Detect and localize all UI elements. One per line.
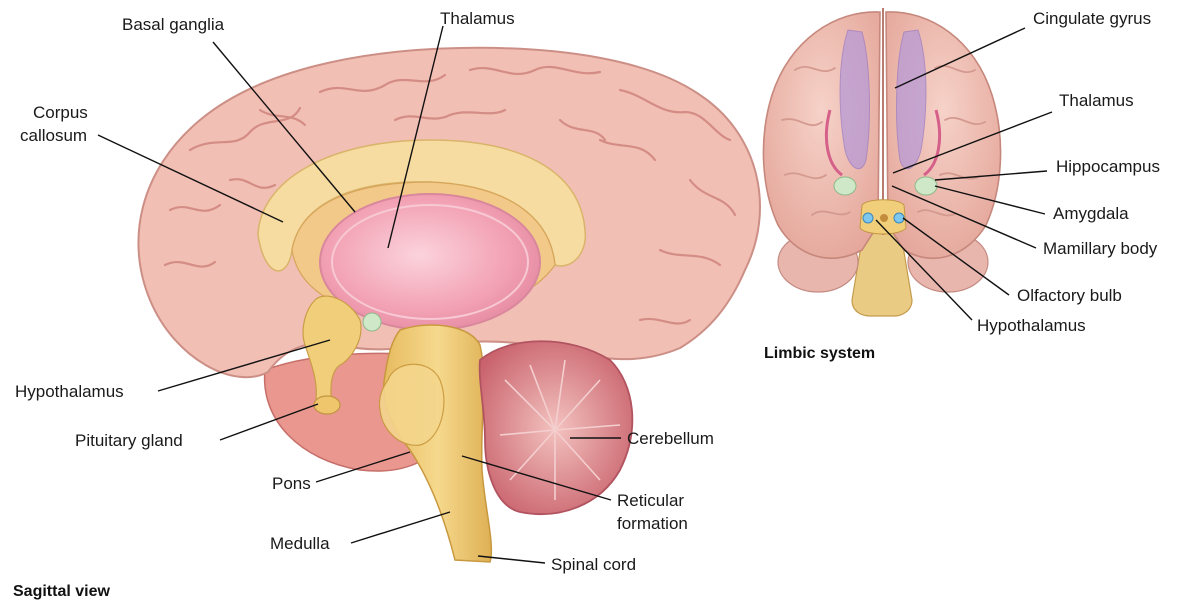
label-mamillary-body: Mamillary body — [1043, 239, 1158, 258]
caption-limbic-system: Limbic system — [764, 345, 875, 362]
label-cingulate-gyrus: Cingulate gyrus — [1033, 9, 1151, 28]
label-medulla: Medulla — [270, 534, 330, 553]
sagittal-brain — [138, 48, 760, 562]
limbic-olfactory-bulb-left — [863, 213, 873, 223]
label-spinal-cord: Spinal cord — [551, 555, 636, 574]
limbic-brain — [763, 8, 1000, 316]
label-pituitary-gland: Pituitary gland — [75, 431, 183, 450]
caption-sagittal-view: Sagittal view — [13, 583, 110, 600]
label-reticular-line1: Reticular — [617, 491, 684, 510]
label-corpus-callosum-line1: Corpus — [33, 103, 88, 122]
pituitary-gland — [314, 396, 340, 414]
limbic-hippocampus-right — [915, 177, 937, 195]
label-amygdala: Amygdala — [1053, 204, 1129, 223]
label-pons: Pons — [272, 474, 311, 493]
limbic-hippocampus-left — [834, 177, 856, 195]
label-hippocampus: Hippocampus — [1056, 157, 1160, 176]
label-limbic-thalamus: Thalamus — [1059, 91, 1134, 110]
limbic-olfactory-bulb-right — [894, 213, 904, 223]
label-limbic-hypothalamus: Hypothalamus — [977, 316, 1086, 335]
label-basal-ganglia: Basal ganglia — [122, 15, 225, 34]
limbic-mamillary-body — [880, 214, 888, 222]
limbic-cingulate-right — [897, 30, 926, 169]
label-cerebellum: Cerebellum — [627, 429, 714, 448]
label-olfactory-bulb: Olfactory bulb — [1017, 286, 1122, 305]
limbic-cingulate-left — [840, 30, 869, 169]
label-hypothalamus: Hypothalamus — [15, 382, 124, 401]
mamillary-node — [363, 313, 381, 331]
label-thalamus: Thalamus — [440, 9, 515, 28]
label-corpus-callosum-line2: callosum — [20, 126, 87, 145]
label-reticular-line2: formation — [617, 514, 688, 533]
